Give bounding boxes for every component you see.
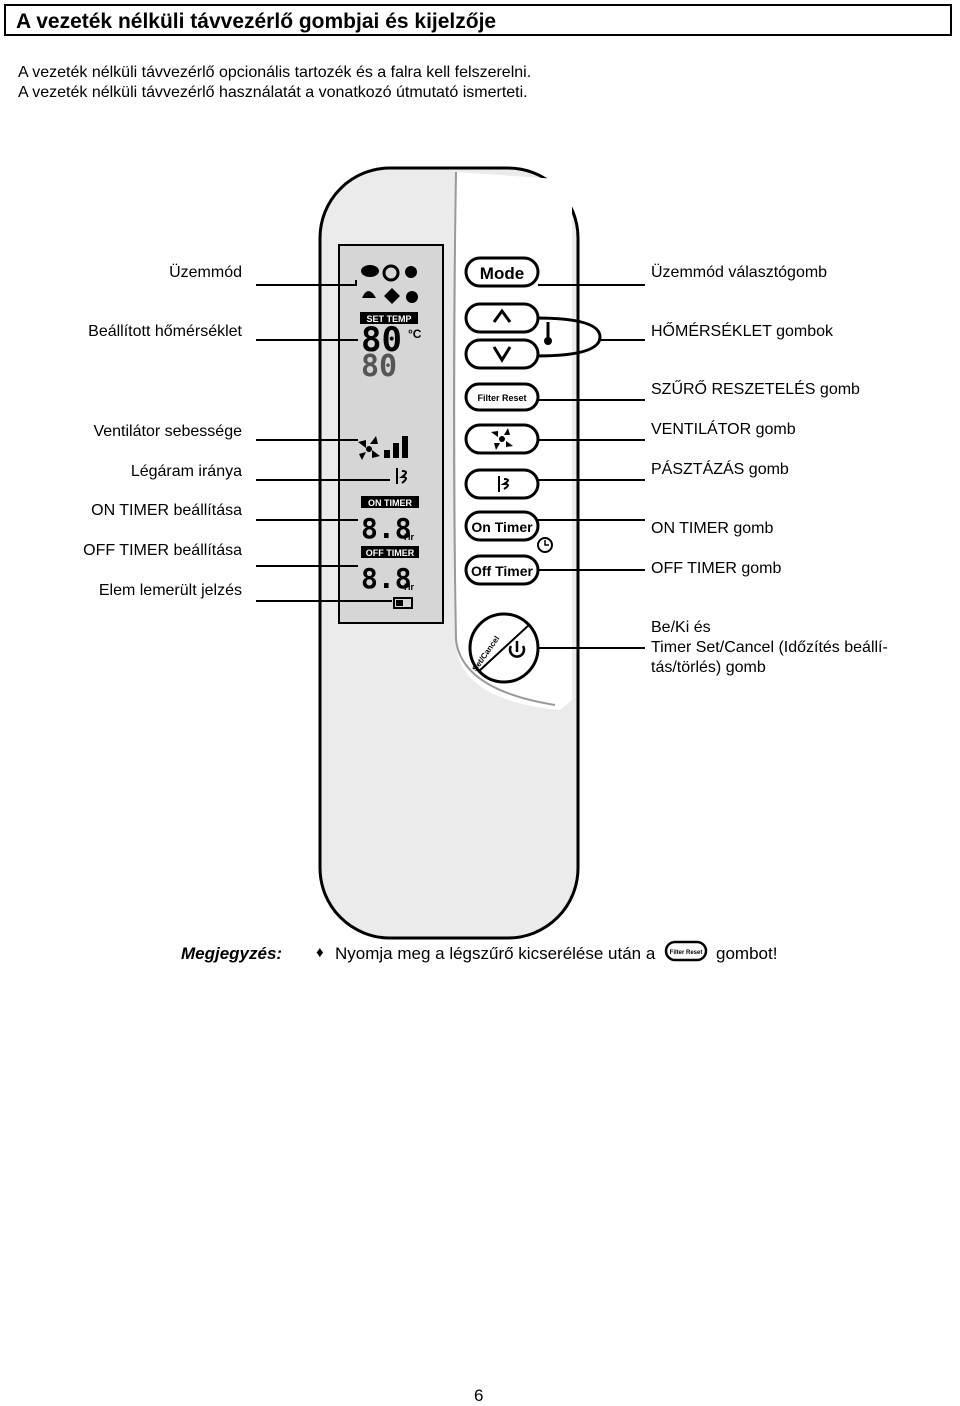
air-direction-icon xyxy=(396,468,407,484)
mode-button-label: Mode xyxy=(480,264,524,283)
title-box: A vezeték nélküli távvezérlő gombjai és … xyxy=(4,4,952,36)
inline-button-label: Filter Reset xyxy=(670,950,703,956)
battery-low-icon xyxy=(393,597,413,609)
label-power-line-3: tás/törlés) gomb xyxy=(651,659,766,676)
intro-line-2: A vezeték nélküli távvezérlő használatát… xyxy=(18,84,528,101)
off-timer-button[interactable]: Off Timer xyxy=(464,554,540,586)
filter-reset-button[interactable]: Filter Reset xyxy=(464,382,540,412)
on-timer-digits: 8.8 xyxy=(361,512,412,545)
temp-up-button[interactable] xyxy=(464,302,540,334)
off-timer-hr: Hr xyxy=(404,582,414,592)
off-timer-button-label: Off Timer xyxy=(471,563,534,579)
filter-reset-label: Filter Reset xyxy=(477,393,526,403)
off-timer-tag xyxy=(361,546,419,558)
page-title: A vezeték nélküli távvezérlő gombjai és … xyxy=(16,10,497,33)
chevron-up-icon xyxy=(492,308,512,323)
temp-bracket xyxy=(535,316,602,358)
label-temp-buttons: HŐMÉRSÉKLET gombok xyxy=(651,323,833,340)
label-mode-button: Üzemmód választógomb xyxy=(651,264,828,281)
label-on-timer-button: ON TIMER gomb xyxy=(651,520,774,537)
clock-icon xyxy=(537,537,553,553)
set-temp-tag xyxy=(360,312,418,324)
label-off-timer-button: OFF TIMER gomb xyxy=(651,560,782,577)
fan-speed-indicator xyxy=(358,436,408,460)
label-mode: Üzemmód xyxy=(169,264,242,281)
label-power-line-2: Timer Set/Cancel (Időzítés beállí- xyxy=(651,639,888,656)
remote-bevel xyxy=(453,171,556,706)
temp-unit: °C xyxy=(408,327,422,341)
label-off-timer-setting: OFF TIMER beállítása xyxy=(83,542,242,559)
label-battery-low: Elem lemerült jelzés xyxy=(98,582,242,599)
fan-button[interactable] xyxy=(464,423,540,455)
note-after: gombot! xyxy=(716,944,778,963)
swing-icon xyxy=(498,476,509,492)
label-fan-speed: Ventilátor sebessége xyxy=(93,423,242,440)
intro-line-1: A vezeték nélküli távvezérlő opcionális … xyxy=(18,64,532,81)
off-timer-tag-label: OFF TIMER xyxy=(366,548,415,558)
swing-button[interactable] xyxy=(464,468,540,500)
note-text: Nyomja meg a légszűrő kicserélése után a xyxy=(335,944,656,963)
lcd-panel xyxy=(338,244,444,624)
power-icon xyxy=(508,641,526,658)
on-timer-button-label: On Timer xyxy=(471,519,533,535)
leader-mode xyxy=(256,280,357,286)
note-label: Megjegyzés: xyxy=(181,944,283,963)
chevron-down-icon xyxy=(492,346,512,363)
off-timer-digits: 8.8 xyxy=(361,562,412,595)
label-power-line-1: Be/Ki és xyxy=(651,619,711,636)
on-timer-tag xyxy=(361,496,419,508)
label-filter-reset-button: SZŰRŐ RESZETELÉS gomb xyxy=(651,381,860,398)
on-timer-button[interactable]: On Timer xyxy=(464,510,540,542)
left-leader-lines xyxy=(256,280,392,602)
right-leader-lines xyxy=(538,284,645,649)
label-on-timer-setting: ON TIMER beállítása xyxy=(91,502,242,519)
page-number: 6 xyxy=(474,1386,484,1405)
power-button[interactable]: Set/Cancel xyxy=(468,612,540,684)
thermometer-icon xyxy=(544,322,552,345)
set-temp-label: SET TEMP xyxy=(366,314,411,324)
on-timer-tag-label: ON TIMER xyxy=(368,498,412,508)
fan-icon xyxy=(491,428,513,450)
mode-button[interactable]: Mode xyxy=(464,256,540,288)
label-set-temp: Beállított hőmérséklet xyxy=(88,323,242,340)
label-swing-button: PÁSZTÁZÁS gomb xyxy=(651,461,789,478)
temp-down-button[interactable] xyxy=(464,338,540,370)
filter-reset-inline-button: Filter Reset xyxy=(664,940,708,962)
mode-icons xyxy=(361,264,418,304)
temp-upper: 80 xyxy=(361,320,402,360)
label-fan-button: VENTILÁTOR gomb xyxy=(651,421,796,438)
temp-lower: 80 xyxy=(361,349,397,384)
on-timer-hr: Hr xyxy=(404,532,414,542)
label-air-direction: Légáram iránya xyxy=(130,463,242,480)
note-bullet: ♦ xyxy=(316,944,324,961)
